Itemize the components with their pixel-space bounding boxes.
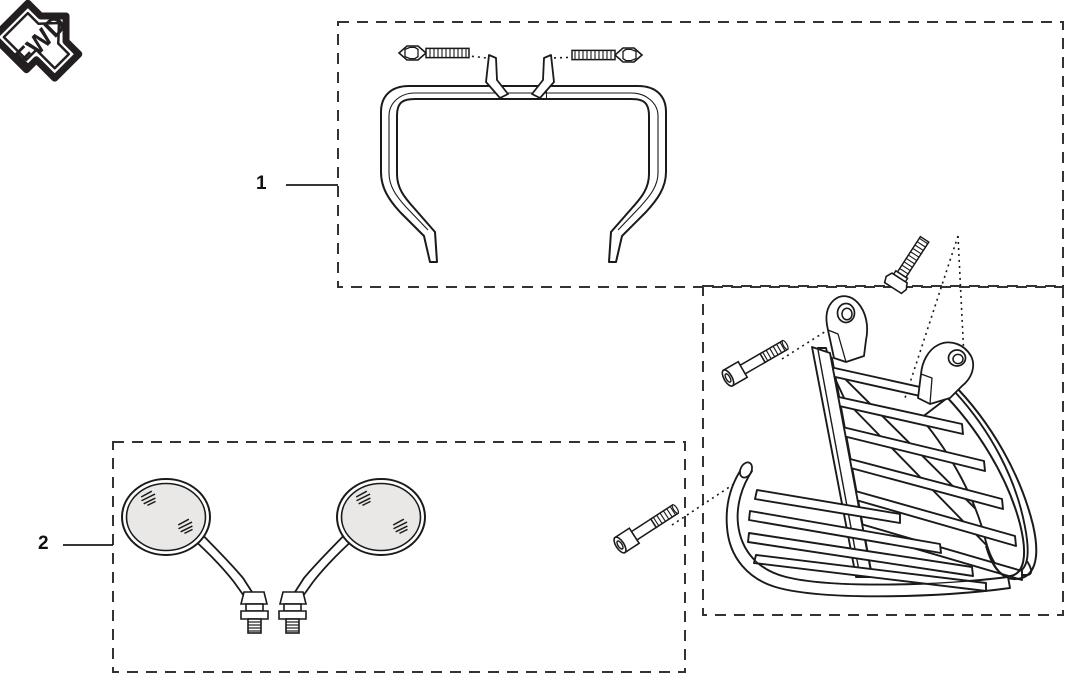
hex-bolt-left <box>398 45 470 61</box>
socket-bolt-lower <box>610 499 683 556</box>
callout-number-1: 1 <box>256 173 267 194</box>
guard-mounting-eyelet-left <box>825 295 869 363</box>
radiator-guard-lower-tray <box>725 461 1011 598</box>
engine-guard-bar <box>380 85 667 263</box>
lower-tray-slats <box>747 489 987 592</box>
callout-number-2: 2 <box>38 533 49 554</box>
group-box-mirrors <box>112 441 686 673</box>
guard-bar-assembly-lines <box>459 54 581 59</box>
engine-guard-bar-group <box>380 45 667 263</box>
right-mirror <box>278 478 426 634</box>
flange-bolt-upper <box>882 232 936 296</box>
group-boundary-boxes <box>112 21 1064 673</box>
hex-bolt-right <box>571 47 643 63</box>
fwd-arrow-badge: FWD <box>0 0 83 82</box>
guard-mounting-eyelet-right <box>917 341 975 405</box>
radiator-guard-assembly-lines <box>671 235 965 526</box>
left-mirror-mount-stud <box>239 591 269 634</box>
radiator-guard-group <box>610 232 1038 598</box>
group-box-radiator-guard <box>702 285 1064 616</box>
group-box-engine-guard <box>337 21 1064 288</box>
radiator-guard <box>811 346 1038 581</box>
socket-bolt-left <box>719 335 793 389</box>
right-mirror-mount-stud <box>278 591 308 634</box>
left-mirror <box>121 478 269 634</box>
callout-leader-lines <box>63 184 338 546</box>
mirror-set-group <box>121 478 426 634</box>
guard-bar-mounting-tabs <box>485 54 555 99</box>
